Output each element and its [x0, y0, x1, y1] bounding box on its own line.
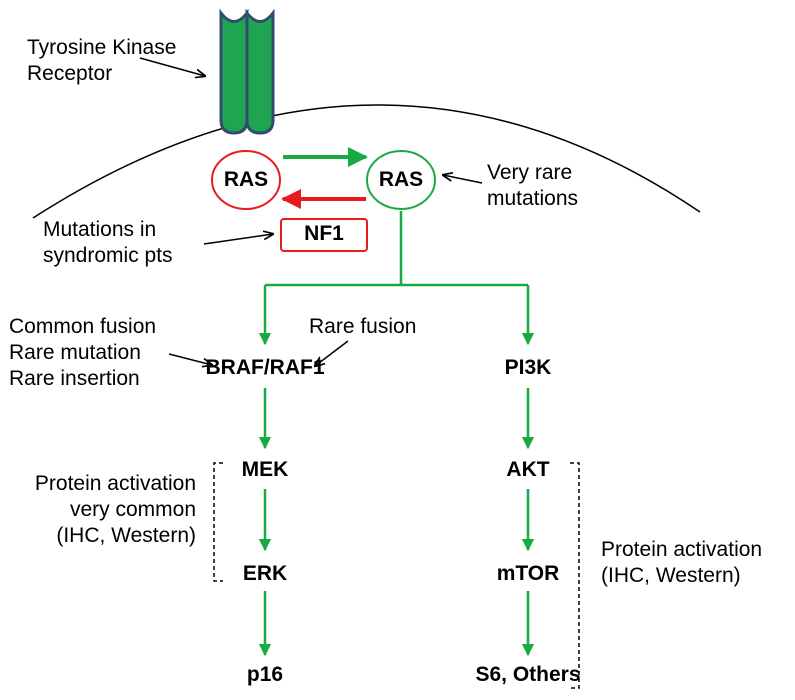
braf-alteration-notes: Common fusion Rare mutation Rare inserti…	[9, 315, 157, 390]
mtor-node: mTOR	[496, 562, 560, 585]
mek-node: MEK	[241, 458, 289, 481]
pointer-rare-fusion	[315, 340, 349, 366]
ras-active-label: RAS	[378, 168, 424, 191]
erk-node: ERK	[242, 562, 288, 585]
ras-active-circle	[366, 150, 436, 210]
branch-connector	[265, 211, 528, 287]
cell-membrane	[32, 104, 701, 219]
right-bracket	[570, 462, 580, 689]
rare-fusion-note: Rare fusion	[309, 315, 417, 338]
ras-inactive-circle	[211, 150, 281, 210]
s6-others-node: S6, Others	[475, 663, 581, 686]
braf-raf1-node: BRAF/RAF1	[205, 356, 325, 379]
right-protein-activation-note: Protein activation (IHC, Western)	[601, 538, 763, 587]
ras-mutation-note: Very rare mutations	[487, 161, 579, 210]
p16-node: p16	[246, 663, 284, 686]
receptor-icon	[219, 8, 275, 135]
left-protein-activation-note: Protein activation very common (IHC, Wes…	[34, 472, 196, 547]
nf1-mutation-note: Mutations in syndromic pts	[43, 218, 173, 267]
pointer-nf1-note	[203, 234, 273, 245]
nf1-label: NF1	[304, 222, 344, 245]
pointer-receptor	[139, 57, 205, 76]
ras-inactive-label: RAS	[223, 168, 269, 191]
receptor-label: Tyrosine Kinase Receptor	[27, 36, 177, 85]
akt-node: AKT	[506, 458, 550, 481]
nf1-box	[280, 218, 368, 252]
pointer-braf-notes	[168, 353, 212, 365]
pointer-ras-note	[443, 175, 483, 184]
pi3k-node: PI3K	[504, 356, 552, 379]
